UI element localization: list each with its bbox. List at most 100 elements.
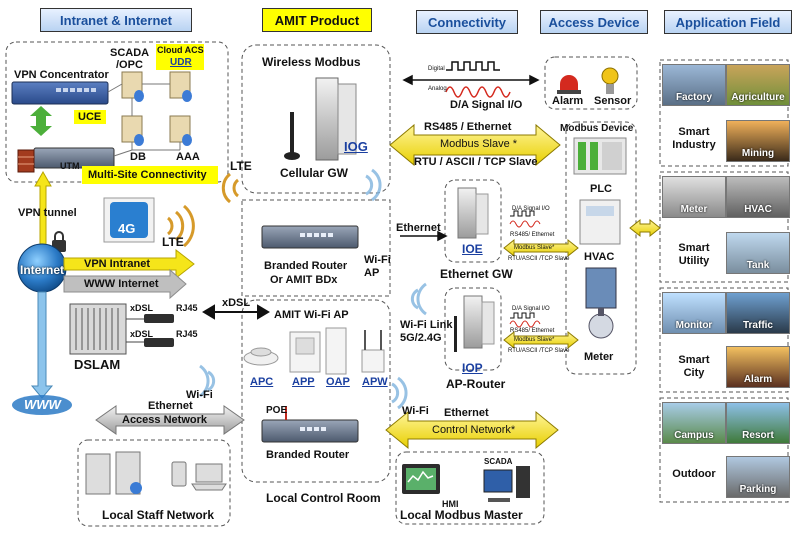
label-hmi: HMI [442, 499, 459, 509]
wifi-ap-devices [243, 327, 385, 375]
field-label-outdoor: Outdoor [672, 468, 716, 480]
label-meter: Meter [584, 351, 614, 363]
label-cloud-acs: Cloud ACS [157, 45, 204, 55]
label-ethernet-bottom: Ethernet [444, 407, 489, 419]
label-control-network: Control Network* [432, 424, 516, 436]
tile-mining: Mining [726, 120, 790, 162]
label-udr: UDR [170, 57, 192, 68]
label-branded-router: Branded Router [266, 449, 350, 461]
label-modbus-slave: Modbus Slave * [440, 138, 518, 150]
cloud-acs-box [156, 44, 204, 70]
label-wifi-left: Wi-Fi [186, 389, 213, 401]
label-da-small-1: D/A Signal I/O [512, 206, 550, 212]
label-sensor: Sensor [594, 95, 632, 107]
label-rs485-small-2: RS485/ Ethernet [510, 328, 555, 334]
label-internet: Internet [20, 263, 65, 277]
control-network-arrow [385, 410, 559, 450]
local-staff-group [77, 439, 231, 527]
sensor-device [601, 67, 619, 94]
branded-router-device [261, 406, 359, 443]
ioe-small-signal [509, 210, 541, 228]
label-ioe: IOE [462, 242, 483, 256]
label-da-signal: D/A Signal I/O [450, 99, 523, 111]
label-www-internet: WWW Internet [84, 278, 159, 290]
xdsl-modems [144, 314, 174, 347]
uce-box [74, 110, 106, 124]
iog-device [284, 77, 357, 161]
field-group-2 [659, 171, 789, 283]
header-intranet: Intranet & Internet [40, 8, 192, 32]
label-vpn-concentrator: VPN Concentrator [14, 69, 109, 81]
label-signal-analog: Analog [428, 86, 447, 92]
label-local-control-room: Local Control Room [266, 491, 381, 505]
label-alarm: Alarm [552, 95, 584, 107]
tile-hvac: HVAC [726, 176, 790, 218]
label-branded-router-2: Or AMIT BDx [270, 274, 338, 286]
uce-link-arrow [30, 106, 52, 136]
label-app: APP [292, 376, 315, 388]
ioe-modbus-arrow [503, 238, 579, 258]
hmi-group [395, 451, 545, 525]
dslam-device [69, 303, 127, 355]
label-vpn-intranet: VPN Intranet [84, 258, 151, 270]
tile-tank: Tank [726, 232, 790, 274]
field-group-4 [659, 397, 789, 503]
access-top-group [544, 56, 638, 110]
label-ethernet-ioe: Ethernet [396, 222, 441, 234]
label-rs485: RS485 / Ethernet [424, 121, 512, 133]
www-logo [12, 395, 72, 415]
wifi-waves [199, 168, 427, 410]
label-modbus-device: Modbus Device [560, 123, 634, 134]
header-application: Application Field [664, 10, 792, 34]
tile-agriculture: Agriculture [726, 64, 790, 106]
tile-resort: Resort [726, 402, 790, 444]
scada-pc [483, 466, 530, 502]
hmi-screen [402, 464, 440, 494]
amit-router-group [241, 199, 391, 297]
label-www: WWW [24, 397, 61, 412]
label-4g: 4G [118, 221, 136, 236]
label-xdsl-a: xDSL [130, 303, 154, 313]
iop-modbus-arrow [503, 330, 579, 350]
tile-parking: Parking [726, 456, 790, 498]
label-da-small-2: D/A Signal I/O [512, 306, 550, 312]
label-lte-top: LTE [230, 159, 252, 173]
amit-cellular-group [241, 44, 391, 194]
label-ethernet-left: Ethernet [148, 400, 193, 412]
label-multisite: Multi-Site Connectivity [88, 169, 207, 181]
utm-device [17, 147, 115, 173]
label-wifi-ap-1: Wi-Fi [364, 254, 391, 266]
label-wifi-link-2: 5G/2.4G [400, 332, 442, 344]
label-rj45-b: RJ45 [176, 329, 198, 339]
header-amit: AMIT Product [262, 8, 372, 32]
plc-device [573, 137, 627, 175]
iop-device [454, 295, 495, 352]
label-rj45-a: RJ45 [176, 303, 198, 313]
label-iog: IOG [344, 139, 368, 154]
application-link-arrow [629, 218, 661, 238]
label-opc: /OPC [116, 59, 143, 71]
amit-local-group [241, 299, 391, 483]
da-signal-waveform [445, 61, 511, 98]
staff-computers [85, 451, 227, 495]
header-connectivity: Connectivity [416, 10, 518, 34]
label-xdsl-link: xDSL [222, 297, 251, 309]
multisite-box [82, 166, 218, 184]
label-plc: PLC [590, 183, 612, 195]
iop-small-signal [509, 312, 541, 328]
label-wifi-ap-2: AP [364, 267, 380, 279]
label-lte: LTE [162, 235, 184, 249]
www-internet-arrow [63, 268, 187, 300]
label-wireless-modbus: Wireless Modbus [262, 55, 361, 69]
vpn-tunnel-up-arrow [34, 170, 52, 263]
label-signal-digital: Digital [428, 66, 445, 72]
meter-device [585, 267, 617, 339]
label-ethernet-gw: Ethernet GW [440, 267, 513, 281]
label-wifi-bottom: Wi-Fi [402, 405, 429, 417]
label-wifi-ap-title: AMIT Wi-Fi AP [274, 309, 349, 321]
da-signal-double-arrow [402, 74, 540, 86]
header-access: Access Device [540, 10, 648, 34]
